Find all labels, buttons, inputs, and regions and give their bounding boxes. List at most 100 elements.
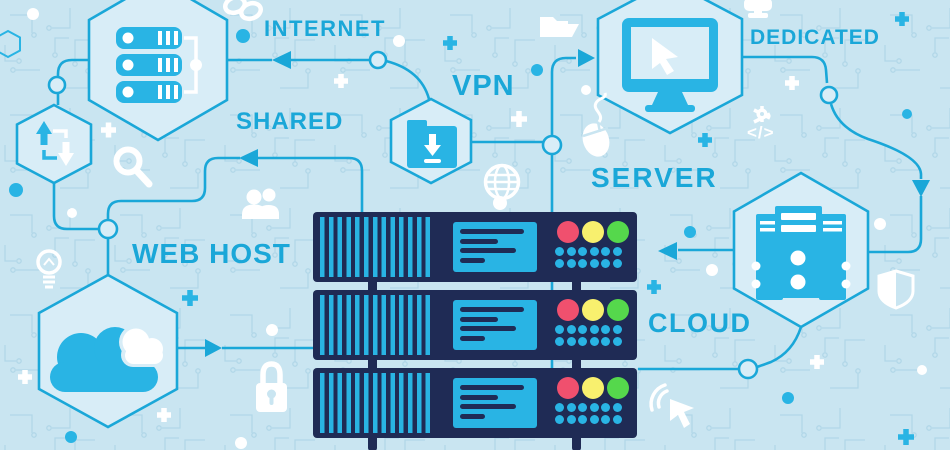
indicator-dot	[566, 415, 576, 424]
folder-download-icon	[407, 120, 457, 168]
arrow-down-dedicated	[912, 180, 930, 197]
indicator-dot	[566, 247, 576, 256]
indicator-dot	[578, 337, 588, 346]
label-dedicated: DEDICATED	[750, 26, 880, 49]
arrow-right-cloud	[205, 339, 222, 357]
status-light-green	[607, 299, 629, 321]
label-cloud: CLOUD	[648, 308, 752, 338]
indicator-dot	[589, 415, 599, 424]
indicator-dot	[566, 259, 576, 268]
status-light-red	[557, 299, 579, 321]
indicator-dot	[578, 325, 588, 334]
hexagon-sync	[15, 103, 93, 185]
junction-node	[819, 85, 839, 105]
indicator-dot	[589, 247, 599, 256]
indicator-dot-grid	[555, 403, 622, 424]
rack-foot	[572, 436, 581, 450]
indicator-dot	[589, 259, 599, 268]
rack-foot	[368, 436, 377, 450]
status-light-yellow	[582, 299, 604, 321]
indicator-dot	[566, 403, 576, 412]
lightbulb-icon	[36, 249, 62, 289]
rack-connector-tab	[572, 359, 581, 369]
junction-node	[737, 358, 759, 380]
connector-dedicated	[742, 55, 923, 254]
junction-node	[541, 134, 563, 156]
status-light-green	[607, 377, 629, 399]
rack-unit-3	[313, 368, 637, 438]
indicator-dot	[612, 247, 622, 256]
rack-unit-1	[313, 212, 637, 282]
mini-hexagon-decoration	[0, 29, 21, 59]
rack-connector-tab	[368, 359, 377, 369]
arrow-left-internet	[272, 51, 291, 69]
rack-vent-slats	[320, 217, 433, 277]
rack-display-panel	[453, 378, 537, 428]
indicator-dot	[612, 337, 622, 346]
indicator-dot	[555, 403, 564, 412]
indicator-dot	[555, 337, 564, 346]
indicator-dot	[578, 403, 588, 412]
plus-sign-decorations	[18, 12, 914, 445]
gear-icon	[753, 106, 771, 124]
label-server: SERVER	[591, 162, 718, 193]
indicator-dot	[566, 337, 576, 346]
label-shared: SHARED	[236, 108, 344, 135]
indicator-dot	[612, 415, 622, 424]
cloud-small-white	[122, 328, 163, 364]
indicator-dot	[601, 325, 611, 334]
connector-lines	[47, 49, 930, 430]
indicator-dot	[601, 259, 611, 268]
rack-vent-slats	[320, 373, 433, 433]
rack-unit-2	[313, 290, 637, 360]
status-light-green	[607, 221, 629, 243]
indicator-dot	[578, 259, 588, 268]
arrow-left-webhost	[239, 149, 258, 167]
sync-arrows-icon	[36, 121, 74, 166]
status-light-yellow	[582, 377, 604, 399]
monitor-cursor-icon	[622, 18, 718, 112]
indicator-dot	[601, 247, 611, 256]
indicator-dot	[578, 415, 588, 424]
indicator-dot-grid	[555, 247, 622, 268]
dot-decorations	[9, 8, 927, 449]
magnifier-icon	[113, 146, 153, 188]
rack-vent-slats	[320, 295, 433, 355]
junction-node	[368, 50, 388, 70]
stamp-icon	[744, 0, 772, 18]
connector-serverstack-sync	[56, 58, 89, 105]
mouse-icon	[582, 92, 610, 157]
junction-node	[97, 218, 119, 240]
open-folder-icon	[540, 17, 579, 37]
label-web-host: WEB HOST	[132, 238, 291, 269]
indicator-dot	[566, 325, 576, 334]
indicator-dot-grid	[555, 325, 622, 346]
connector-junction-rack	[106, 156, 364, 229]
status-light-yellow	[582, 221, 604, 243]
chain-link-icon	[223, 0, 263, 22]
indicator-dot	[555, 247, 564, 256]
click-cursor-icon	[649, 383, 694, 428]
server-rack	[313, 212, 637, 450]
status-light-red	[557, 377, 579, 399]
rack-display-panel	[453, 222, 537, 272]
indicator-dot	[555, 325, 564, 334]
rack-display-panel	[453, 300, 537, 350]
code-icon: </>	[747, 123, 775, 142]
tower-servers-icon	[751, 206, 851, 300]
indicator-dot	[601, 403, 611, 412]
people-icon	[242, 188, 279, 219]
indicator-dot	[612, 403, 622, 412]
indicator-dot	[578, 247, 588, 256]
arrow-left-server	[658, 242, 677, 260]
indicator-dot	[601, 415, 611, 424]
status-light-red	[557, 221, 579, 243]
label-vpn: VPN	[452, 70, 515, 102]
cloud-icon	[50, 325, 167, 392]
indicator-dot	[612, 325, 622, 334]
indicator-dot	[589, 337, 599, 346]
indicator-dot	[589, 325, 599, 334]
indicator-dot	[555, 415, 564, 424]
